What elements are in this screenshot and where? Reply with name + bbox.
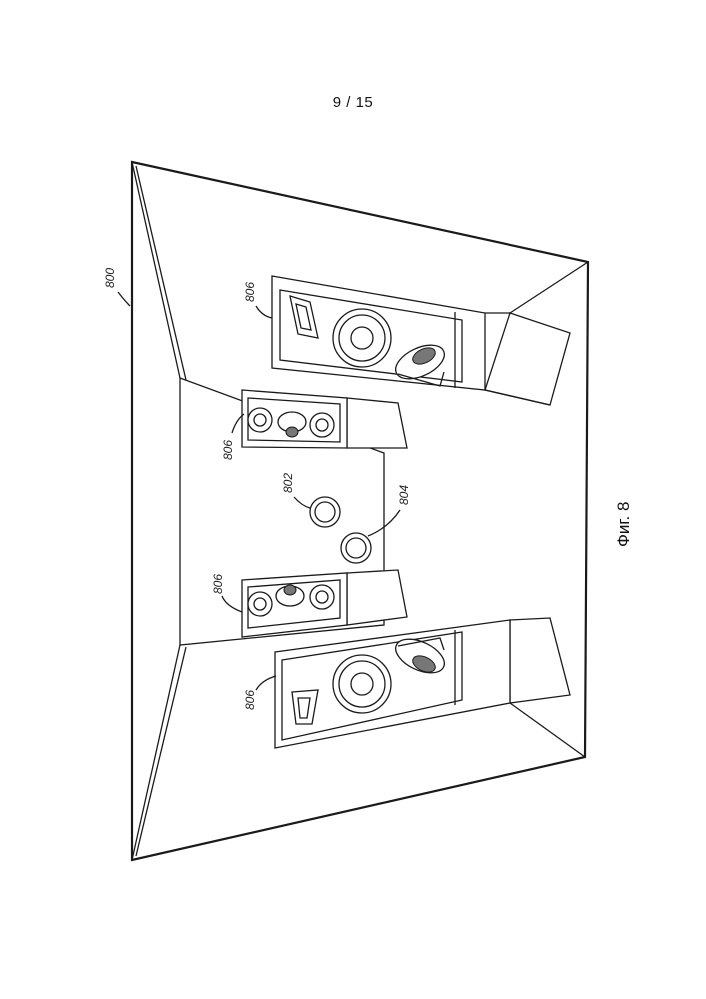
ref-806-top-large: 806 xyxy=(243,282,257,302)
speaker-top-small xyxy=(242,390,407,448)
speaker-bottom-small xyxy=(242,570,407,637)
source-804 xyxy=(341,533,371,563)
ref-800: 800 xyxy=(103,268,130,306)
source-802 xyxy=(310,497,340,527)
ref-806-top-small: 806 xyxy=(221,440,235,460)
ref-802: 802 xyxy=(281,473,295,493)
ref-804: 804 xyxy=(397,485,411,505)
room-enclosure xyxy=(132,162,588,860)
figure-caption: Фиг. 8 xyxy=(614,502,633,547)
ref-806-bottom-large: 806 xyxy=(243,690,257,710)
speaker-top-large xyxy=(272,276,570,405)
speaker-bottom-large xyxy=(275,618,570,748)
ref-806-bottom-small: 806 xyxy=(211,574,225,594)
ref-800-label: 800 xyxy=(103,268,117,288)
